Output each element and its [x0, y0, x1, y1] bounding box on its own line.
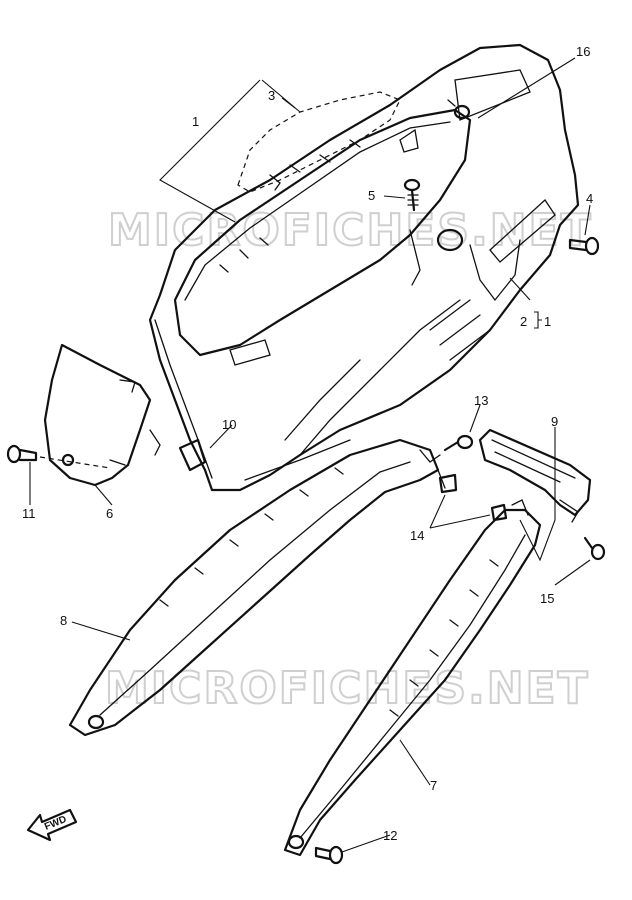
callout-bracket: [534, 311, 542, 329]
rear-body-cover: [148, 43, 580, 492]
callout-13: 13: [474, 393, 488, 408]
screw-5: [403, 178, 421, 212]
screw-11: [6, 444, 111, 469]
callout-6: 6: [106, 506, 113, 521]
right-side-rail: [283, 499, 542, 857]
callout-15: 15: [540, 591, 554, 606]
tail-bracket: [478, 428, 592, 523]
callout-1-seat: 1: [192, 114, 199, 129]
fwd-arrow-icon: FWD: [26, 808, 78, 842]
watermark-bottom: MICROFICHES.NET: [105, 663, 590, 714]
callout-12: 12: [383, 828, 397, 843]
callout-8: 8: [60, 613, 67, 628]
callout-11: 11: [22, 506, 36, 521]
watermark-top: MICROFICHES.NET: [108, 205, 593, 256]
fastener-15: [583, 536, 606, 561]
callout-3: 3: [268, 88, 275, 103]
fastener-16: [447, 99, 471, 120]
callout-14: 14: [410, 528, 424, 543]
callouts: 1 1 2 3 4 5 6 7 8 9 10 11 12 13 14 15 16: [22, 44, 593, 843]
callout-10: 10: [222, 417, 236, 432]
fastener-14: [438, 473, 508, 522]
screw-4: [568, 236, 600, 256]
callout-4: 4: [586, 191, 593, 206]
fastener-13: [443, 434, 474, 452]
callout-9: 9: [551, 414, 558, 429]
callout-5: 5: [368, 188, 375, 203]
leader-lines: [29, 57, 591, 853]
callout-1-body: 1: [544, 314, 551, 329]
side-panel: [43, 343, 152, 487]
seat-outline: [237, 91, 401, 193]
callout-7: 7: [430, 778, 437, 793]
callout-16: 16: [576, 44, 590, 59]
bracket-10: [149, 429, 207, 472]
callout-2: 2: [520, 314, 527, 329]
left-side-rail: [68, 438, 446, 737]
screw-12: [314, 845, 344, 865]
